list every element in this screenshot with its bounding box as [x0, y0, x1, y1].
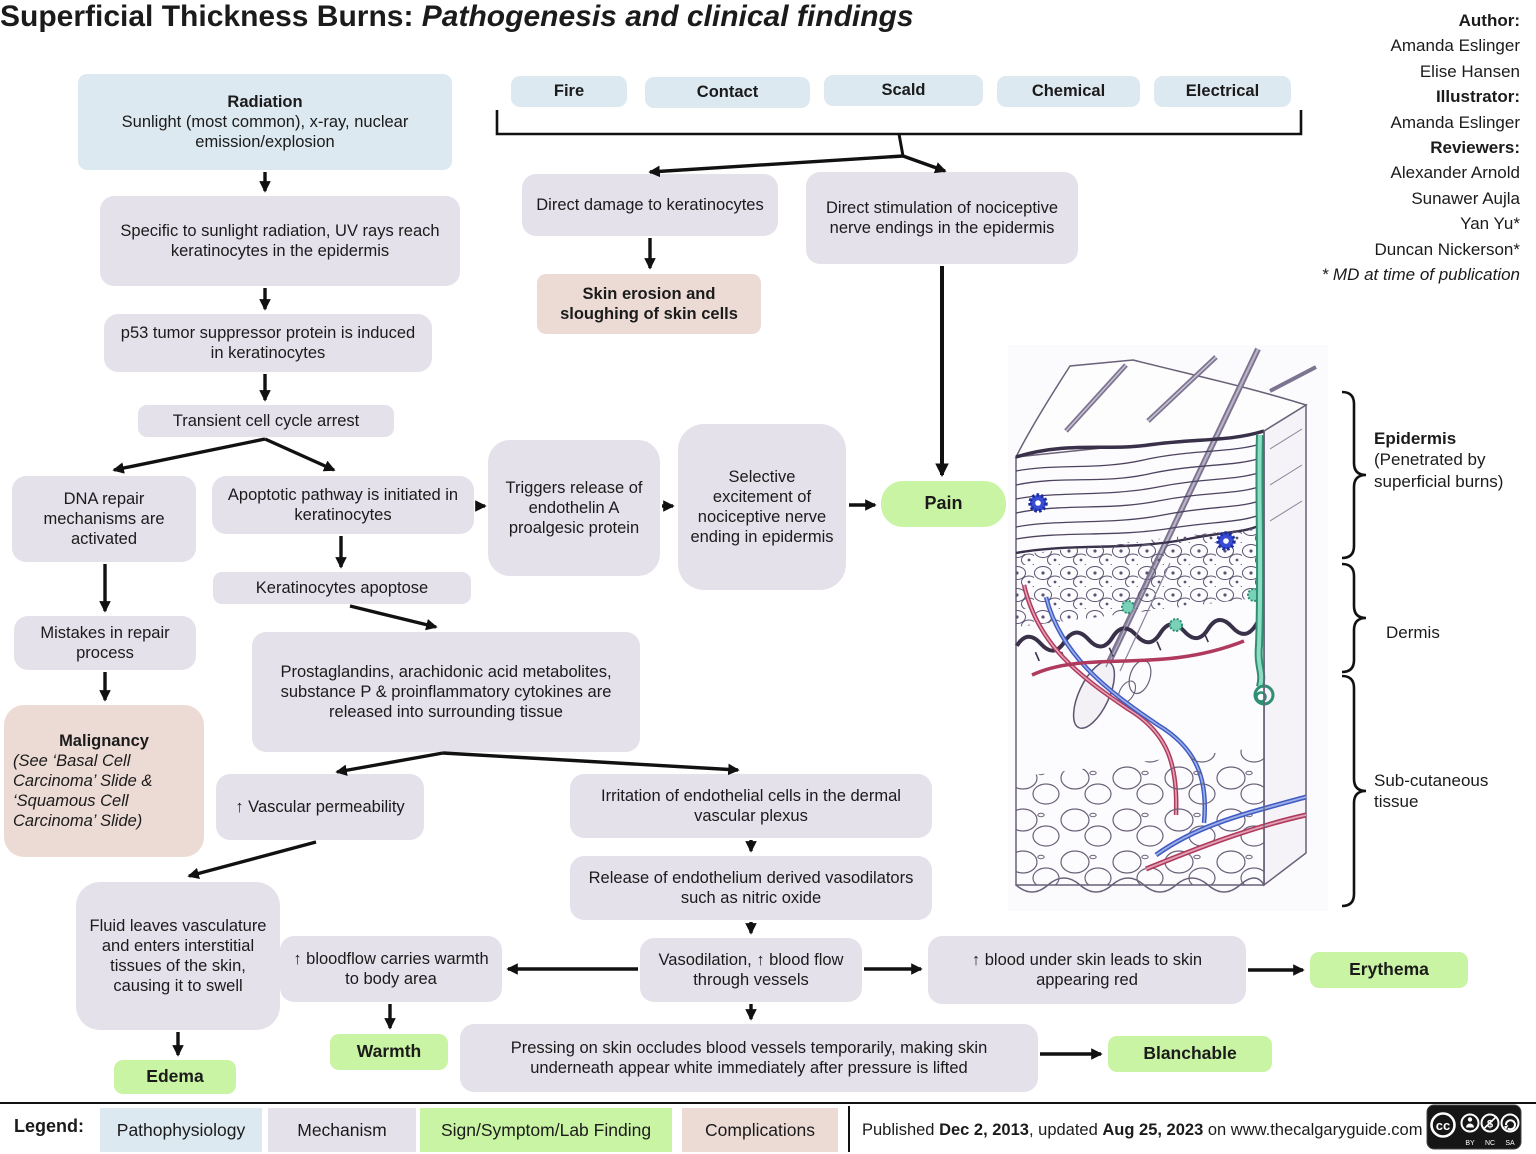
- node-mistakes-repair: Mistakes in repair process: [14, 616, 196, 670]
- reviewers-label: Reviewers:: [1430, 138, 1520, 158]
- node-direct-damage: Direct damage to keratinocytes: [522, 174, 778, 236]
- label-epidermis: Epidermis (Penetrated by superficial bur…: [1374, 428, 1526, 492]
- node-pain: Pain: [881, 481, 1006, 527]
- burn-types-bracket: [495, 110, 1303, 136]
- cc-sa-icon: [1500, 1113, 1520, 1133]
- cc-sa-label: SA: [1505, 1140, 1515, 1147]
- node-selective-excitement: Selective excitement of nociceptive nerv…: [678, 424, 846, 590]
- node-radiation: Radiation Sunlight (most common), x-ray,…: [78, 74, 452, 170]
- node-erythema: Erythema: [1310, 952, 1468, 988]
- node-transient-arrest: Transient cell cycle arrest: [138, 405, 394, 437]
- radiation-title: Radiation: [227, 92, 303, 111]
- cause-electrical: Electrical: [1154, 76, 1291, 107]
- cc-logo: cc: [1436, 1118, 1450, 1133]
- page-title-main: Superficial Thickness Burns:: [0, 0, 422, 33]
- legend-mechanism: Mechanism: [268, 1108, 416, 1152]
- md-footnote: * MD at time of publication: [1321, 265, 1520, 285]
- node-warmth: Warmth: [330, 1034, 448, 1070]
- node-p53: p53 tumor suppressor protein is induced …: [104, 314, 432, 372]
- node-edema: Edema: [114, 1060, 236, 1094]
- page-title: Superficial Thickness Burns: Pathogenesi…: [0, 0, 1536, 34]
- node-prostaglandins: Prostaglandins, arachidonic acid metabol…: [252, 632, 640, 752]
- epidermis-note: (Penetrated by superficial burns): [1374, 450, 1504, 491]
- updated-prefix: , updated: [1028, 1121, 1103, 1139]
- label-dermis: Dermis: [1386, 623, 1440, 642]
- malignancy-note: (See ‘Basal Cell Carcinoma’ Slide & ‘Squ…: [13, 751, 153, 831]
- skin-layer-braces: [1341, 390, 1367, 908]
- legend-complications: Complications: [682, 1108, 838, 1152]
- illustrator-label: Illustrator:: [1435, 87, 1520, 107]
- cause-scald: Scald: [824, 75, 983, 106]
- legend-label: Legend:: [14, 1116, 84, 1136]
- node-skin-erosion: Skin erosion and sloughing of skin cells: [537, 274, 761, 334]
- cause-fire: Fire: [511, 76, 627, 107]
- node-triggers-endothelin: Triggers release of endothelin A proalge…: [488, 440, 660, 576]
- cc-by-icon: [1460, 1113, 1480, 1133]
- node-vascular-permeability: ↑ Vascular permeability: [216, 774, 424, 840]
- updated-date: Aug 25, 2023: [1102, 1121, 1204, 1139]
- skin-cross-section-illustration: [1008, 345, 1328, 911]
- illustrator-name: Amanda Eslinger: [1390, 112, 1520, 132]
- node-fluid-leaves: Fluid leaves vasculature and enters inte…: [76, 882, 280, 1030]
- epidermis-label: Epidermis: [1374, 429, 1457, 448]
- cc-by-label: BY: [1465, 1140, 1475, 1147]
- node-bloodflow-warmth: ↑ bloodflow carries warmth to body area: [280, 936, 502, 1002]
- reviewer-name: Alexander Arnold: [1390, 163, 1520, 183]
- cc-nc-icon: $: [1480, 1113, 1500, 1133]
- malignancy-title: Malignancy: [59, 731, 149, 750]
- legend-pathophysiology: Pathophysiology: [100, 1108, 262, 1152]
- footer-divider: [0, 1102, 1536, 1154]
- reviewer-name: Sunawer Aujla: [1411, 188, 1520, 208]
- author-label: Author:: [1458, 11, 1520, 30]
- reviewer-name: Duncan Nickerson*: [1374, 239, 1520, 259]
- legend-sign-symptom: Sign/Symptom/Lab Finding: [420, 1108, 672, 1152]
- published-date: Dec 2, 2013: [939, 1121, 1029, 1139]
- radiation-detail: Sunlight (most common), x-ray, nuclear e…: [121, 112, 409, 152]
- cause-chemical: Chemical: [997, 76, 1140, 107]
- node-vasodilation: Vasodilation, ↑ blood flow through vesse…: [640, 938, 862, 1002]
- cause-contact: Contact: [645, 77, 810, 108]
- node-apoptotic-pathway: Apoptotic pathway is initiated in kerati…: [212, 476, 474, 534]
- author-name: Amanda Eslinger: [1390, 36, 1520, 56]
- node-release-vasodilators: Release of endothelium derived vasodilat…: [570, 856, 932, 920]
- cc-nc-label: NC: [1485, 1140, 1495, 1147]
- node-specific-sunlight: Specific to sunlight radiation, UV rays …: [100, 196, 460, 286]
- publication-line: Published Dec 2, 2013, updated Aug 25, 2…: [862, 1121, 1422, 1140]
- cc-license-badge: cc $ BY NC SA: [1426, 1104, 1522, 1150]
- node-malignancy: Malignancy (See ‘Basal Cell Carcinoma’ S…: [4, 705, 204, 857]
- svg-text:$: $: [1487, 1119, 1493, 1131]
- published-prefix: Published: [862, 1121, 940, 1139]
- node-irritation-endothelial: Irritation of endothelial cells in the d…: [570, 774, 932, 838]
- node-keratinocytes-apoptose: Keratinocytes apoptose: [213, 572, 471, 604]
- label-subcutaneous: Sub-cutaneous tissue: [1374, 771, 1489, 812]
- blue-cell-icon: [1028, 493, 1236, 551]
- page-title-subtitle: Pathogenesis and clinical findings: [421, 0, 914, 33]
- node-pressing-blanch: Pressing on skin occludes blood vessels …: [460, 1024, 1038, 1092]
- author-name: Elise Hansen: [1419, 61, 1520, 81]
- footer-vertical-divider: [848, 1106, 850, 1152]
- node-blood-under-skin: ↑ blood under skin leads to skin appeari…: [928, 936, 1246, 1004]
- node-dna-repair: DNA repair mechanisms are activated: [12, 476, 196, 562]
- reviewer-name: Yan Yu*: [1460, 214, 1520, 234]
- credits-block: Author: Amanda Eslinger Elise Hansen Ill…: [1322, 8, 1520, 287]
- site-url: on www.thecalgaryguide.com: [1203, 1121, 1423, 1139]
- node-direct-stimulation: Direct stimulation of nociceptive nerve …: [806, 172, 1078, 264]
- node-blanchable: Blanchable: [1108, 1036, 1272, 1072]
